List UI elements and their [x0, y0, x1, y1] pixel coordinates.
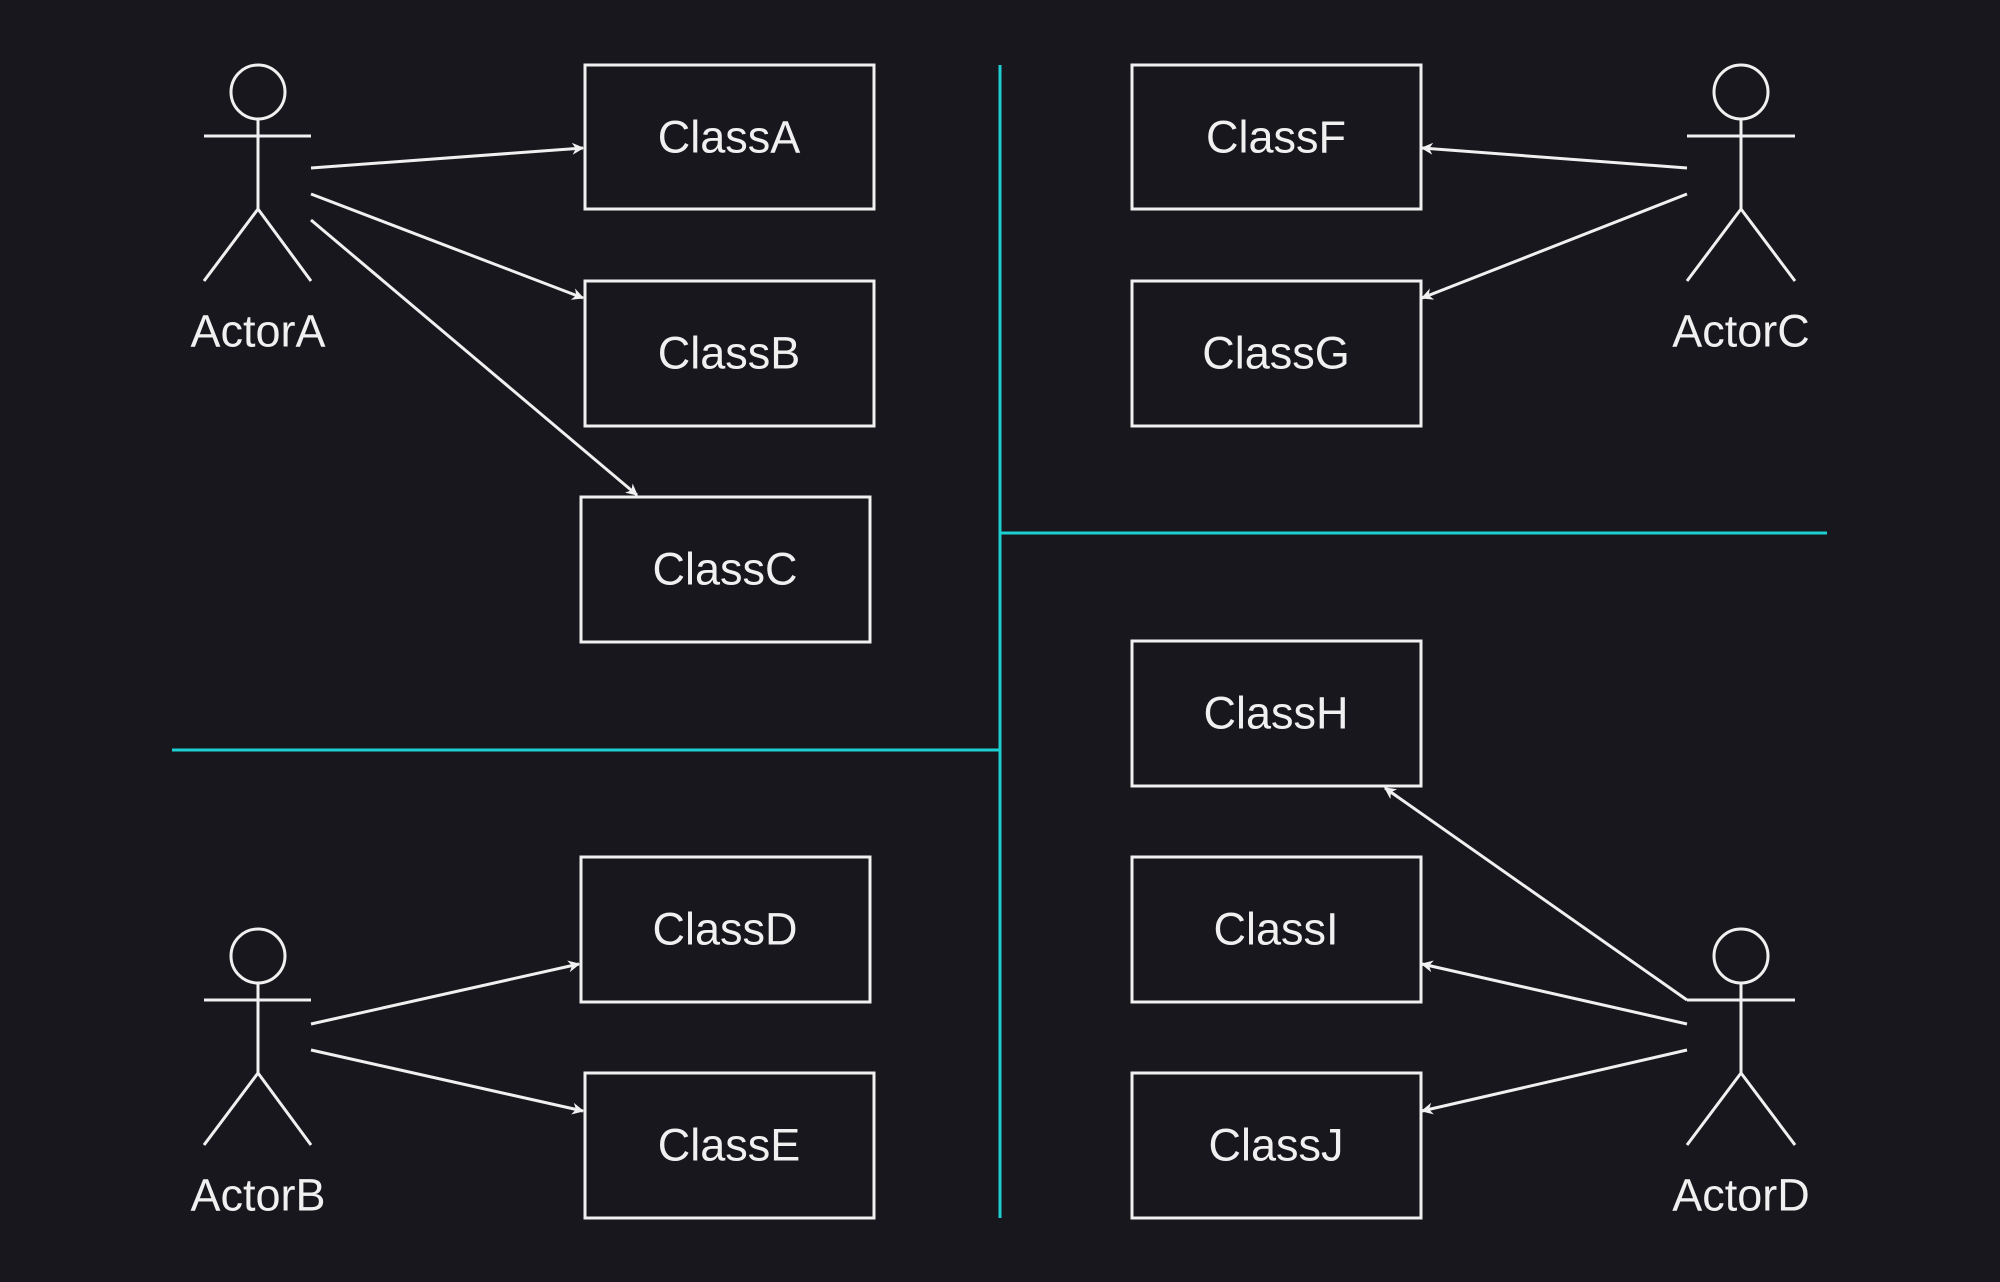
arrow-actora-classa — [310, 142, 585, 170]
class-box-a[interactable]: ClassA — [583, 63, 876, 211]
class-label: ClassG — [1202, 328, 1350, 379]
class-label: ClassA — [658, 112, 801, 163]
class-box-b[interactable]: ClassB — [583, 279, 876, 428]
actor-head-icon — [1712, 927, 1770, 985]
actor-b[interactable]: ActorB — [190, 927, 326, 1221]
actor-c[interactable]: ActorC — [1672, 63, 1810, 357]
class-label: ClassC — [652, 544, 797, 595]
arrow-actord-classh — [1384, 786, 1688, 1002]
class-box-j[interactable]: ClassJ — [1130, 1071, 1423, 1220]
class-label: ClassH — [1203, 688, 1348, 739]
arrow-actord-classi — [1420, 960, 1688, 1026]
class-box-i[interactable]: ClassI — [1130, 855, 1423, 1004]
class-box-d[interactable]: ClassD — [579, 855, 872, 1004]
arrow-actora-classc — [310, 218, 638, 497]
actor-d[interactable]: ActorD — [1672, 927, 1810, 1221]
actor-label: ActorA — [190, 306, 325, 357]
associations — [310, 142, 1688, 1115]
actor-label: ActorD — [1672, 1170, 1810, 1221]
actor-head-icon — [229, 927, 287, 985]
actor-a[interactable]: ActorA — [190, 63, 326, 357]
arrow-actorb-classd — [310, 960, 581, 1026]
arrow-actorc-classf — [1420, 142, 1688, 170]
class-label: ClassJ — [1208, 1120, 1343, 1171]
actor-head-icon — [229, 63, 287, 121]
class-box-h[interactable]: ClassH — [1130, 639, 1423, 788]
class-box-e[interactable]: ClassE — [583, 1071, 876, 1220]
class-label: ClassD — [652, 904, 797, 955]
class-label: ClassE — [658, 1120, 801, 1171]
actor-head-icon — [1712, 63, 1770, 121]
arrow-actorc-classg — [1420, 192, 1688, 300]
class-label: ClassB — [658, 328, 801, 379]
class-box-f[interactable]: ClassF — [1130, 63, 1423, 211]
class-box-g[interactable]: ClassG — [1130, 279, 1423, 428]
actor-label: ActorB — [190, 1170, 325, 1221]
arrow-actord-classj — [1420, 1048, 1688, 1115]
class-box-c[interactable]: ClassC — [579, 495, 872, 644]
class-label: ClassF — [1206, 112, 1346, 163]
arrow-actorb-classe — [310, 1048, 585, 1115]
class-label: ClassI — [1213, 904, 1338, 955]
actor-label: ActorC — [1672, 306, 1810, 357]
arrow-actora-classb — [310, 192, 585, 300]
